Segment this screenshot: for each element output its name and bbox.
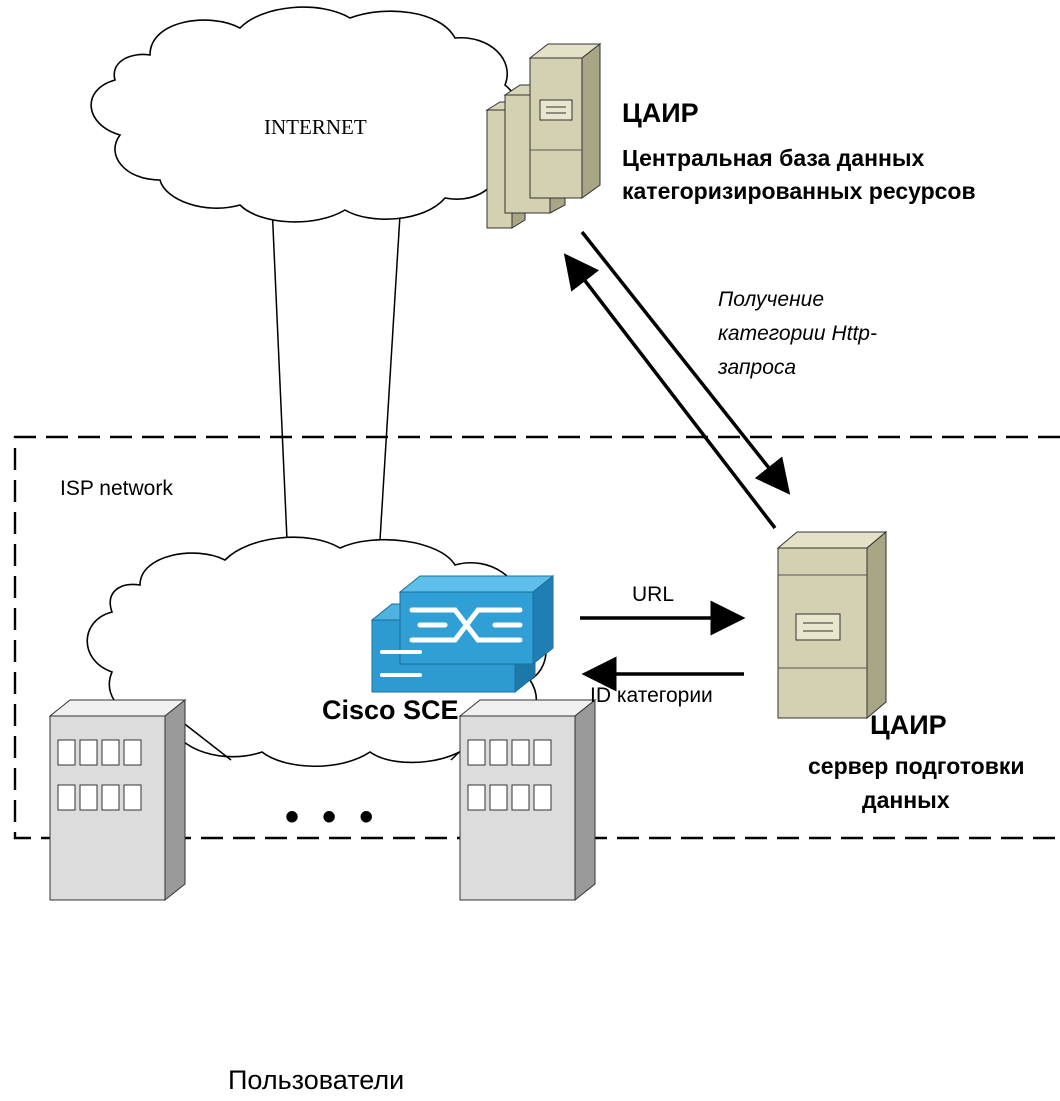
user-wire-1: [176, 717, 232, 761]
central-db-line2: категоризированных ресурсов: [622, 178, 976, 204]
internet-cloud: [90, 6, 521, 223]
cisco-sce-icon: [370, 574, 555, 694]
http-request-line1: Получение: [718, 288, 825, 311]
central-db-line1: Центральная база данных: [622, 145, 925, 171]
prep-server-line2: данных: [862, 787, 950, 813]
category-id-label: ID категории: [590, 684, 713, 707]
arrow-to-central-db: [563, 253, 777, 530]
internet-label: INTERNET: [264, 115, 367, 139]
internet-link-2: [379, 214, 401, 541]
users-ellipsis: • • •: [285, 795, 380, 839]
users-label: Пользователи: [228, 1065, 405, 1095]
http-request-line2: категории Http-: [718, 322, 877, 345]
user-building-left-icon: [48, 698, 187, 902]
isp-network-label: ISP network: [60, 477, 173, 500]
arrow-to-prep-server: [580, 230, 791, 495]
prep-server-line1: сервер подготовки: [808, 753, 1025, 779]
prep-server-title: ЦАИР: [870, 710, 947, 740]
user-building-right-icon: [458, 698, 597, 902]
url-label: URL: [632, 583, 675, 606]
central-db-title: ЦАИР: [622, 98, 699, 128]
internet-link-1: [271, 204, 288, 541]
http-request-line3: запроса: [718, 356, 797, 379]
central-db-server-icon: [485, 42, 602, 229]
cisco-sce-label: Cisco SCE: [322, 695, 459, 725]
prep-server-icon: [776, 530, 888, 720]
